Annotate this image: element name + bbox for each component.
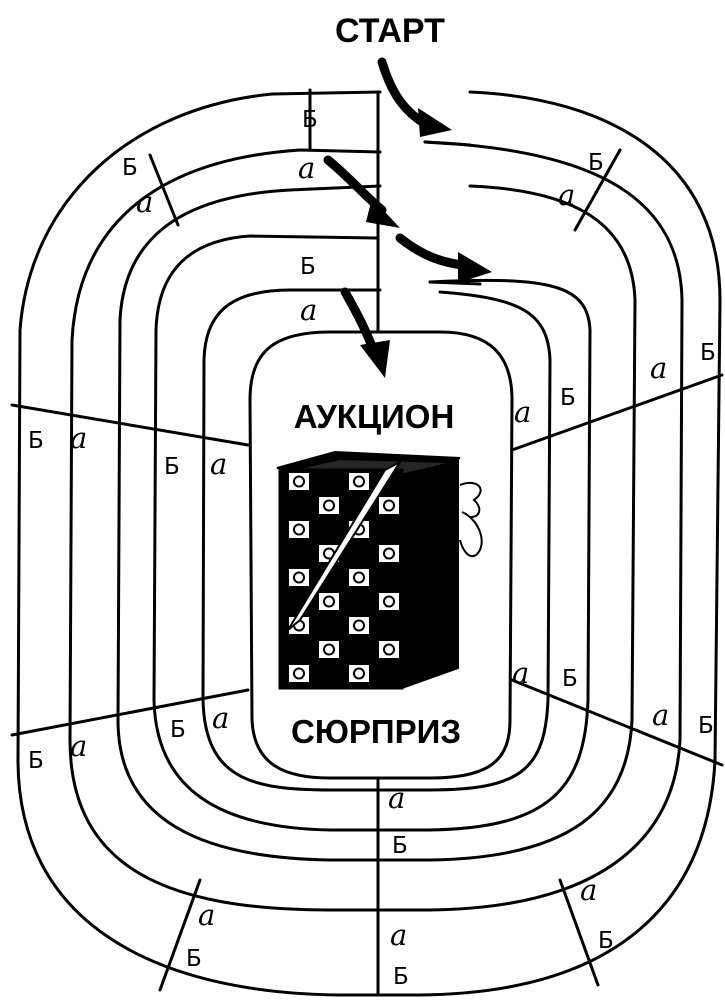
sector-label: Б (598, 928, 614, 954)
ring-3 (116, 184, 637, 862)
auction-title: АУКЦИОН (294, 398, 455, 435)
sector-label: а (70, 421, 87, 455)
sector-label: а (650, 351, 667, 385)
ring-5 (201, 288, 552, 792)
sector-label: а (210, 447, 227, 481)
sector-label: а (212, 701, 229, 735)
sector-dividers (10, 88, 724, 997)
sector-label: а (70, 729, 87, 763)
start-arrow-icon (395, 233, 492, 283)
sector-label: Б (186, 946, 202, 972)
sector-label: а (558, 178, 575, 212)
ring-1 (16, 90, 722, 997)
sector-label: Б (300, 254, 316, 280)
sector-label: Б (700, 340, 716, 366)
sector-label: а (300, 293, 317, 327)
sector-label: Б (562, 666, 578, 692)
sector-label: Б (698, 713, 714, 739)
arrows (323, 57, 492, 378)
sector-label: Б (560, 385, 576, 411)
center-field (248, 330, 514, 780)
start-arrow-icon (340, 287, 390, 378)
start-arrow-icon (377, 57, 452, 137)
sector-label: а (514, 395, 531, 429)
sector-labels: Б а Б а Б а Б а Б а Б а а Б а Б а Б а Б … (28, 107, 716, 990)
ring-4 (152, 234, 592, 832)
track-rings (16, 90, 722, 997)
sector-label: Б (28, 428, 44, 454)
sector-label: а (390, 918, 407, 952)
sector-label: Б (164, 454, 180, 480)
ring-2 (68, 140, 684, 912)
start-title: СТАРТ (335, 12, 445, 50)
sector-label: а (652, 698, 669, 732)
sector-label: а (512, 656, 529, 690)
sector-label: а (580, 873, 597, 907)
sector-label: Б (28, 748, 44, 774)
surprise-title: СЮРПРИЗ (291, 713, 461, 750)
sector-label: Б (588, 150, 604, 176)
sector-label: Б (122, 155, 138, 181)
gift-box-icon (276, 450, 483, 690)
sector-label: а (136, 185, 153, 219)
sector-label: а (388, 781, 405, 815)
sector-label: Б (170, 717, 186, 743)
sector-label: а (298, 151, 315, 185)
sector-label: Б (392, 833, 408, 859)
start-arrow-icon (323, 155, 400, 228)
sector-label: Б (393, 964, 409, 990)
sector-label: а (198, 898, 215, 932)
sector-label: Б (302, 107, 318, 133)
